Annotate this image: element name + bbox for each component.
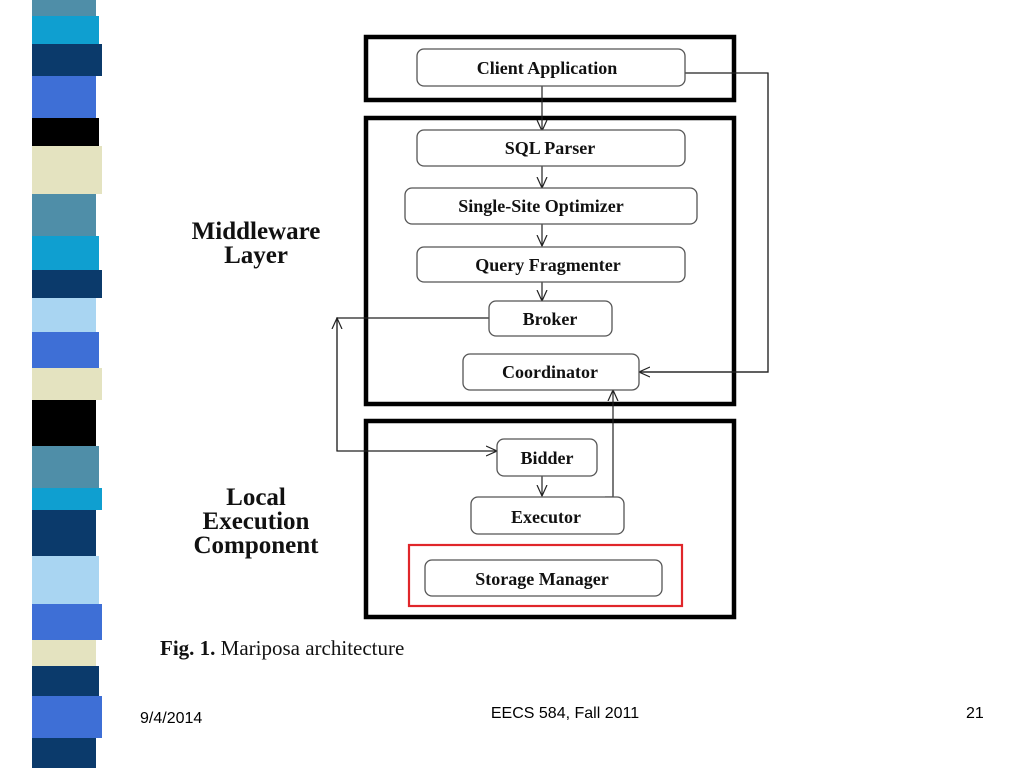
stripe-band (32, 666, 99, 696)
stripe-band (32, 118, 99, 146)
layer-label-local-execution: Local Execution Component (158, 484, 354, 559)
node-label-client-application: Client Application (477, 58, 618, 78)
stripe-band (32, 270, 102, 298)
footer-course: EECS 584, Fall 2011 (490, 705, 640, 722)
middleware-frame (363, 115, 737, 407)
node-label-executor: Executor (511, 507, 581, 527)
figure-number: Fig. 1. (160, 636, 216, 660)
footer-page-number: 21 (966, 705, 984, 722)
node-query-fragmenter: Query Fragmenter (416, 246, 686, 283)
stripe-band (32, 194, 96, 236)
node-label-broker: Broker (523, 309, 578, 329)
stripe-band (32, 696, 102, 738)
client-frame (363, 34, 737, 103)
node-label-sql-parser: SQL Parser (505, 138, 596, 158)
layer-label-local-line-1: Local (226, 484, 286, 511)
stripe-band (32, 446, 99, 488)
stripe-band (32, 146, 102, 194)
layer-label-local-line-2: Execution (202, 508, 310, 535)
node-single-site-optimizer: Single-Site Optimizer (404, 187, 698, 225)
stripe-band (32, 298, 96, 332)
stripe-band (32, 76, 96, 118)
stripe-band (32, 44, 102, 76)
node-coordinator: Coordinator (462, 353, 640, 391)
stripe-band (32, 0, 96, 16)
footer-date: 9/4/2014 (140, 710, 203, 727)
node-label-query-fragmenter: Query Fragmenter (475, 255, 620, 275)
stripe-band (32, 510, 96, 556)
node-label-single-site-optimizer: Single-Site Optimizer (458, 196, 623, 216)
stripe-band (32, 236, 99, 270)
node-bidder: Bidder (496, 438, 598, 477)
stripe-band (32, 738, 96, 768)
stripe-band (32, 604, 102, 640)
edge-client-to-coordinator (639, 73, 769, 372)
stripe-band (32, 368, 102, 400)
stripe-band (32, 400, 96, 446)
figure-caption-text: Mariposa architecture (220, 636, 405, 660)
stripe-band (32, 488, 102, 510)
node-broker: Broker (488, 300, 613, 337)
local-execution-frame (363, 418, 737, 620)
node-executor: Executor (470, 496, 625, 535)
node-sql-parser: SQL Parser (416, 129, 686, 167)
stripe-bands (32, 0, 102, 768)
layer-label-local-line-3: Component (193, 532, 319, 559)
node-storage-manager: Storage Manager (407, 543, 684, 608)
node-label-storage-manager: Storage Manager (475, 569, 608, 589)
stripe-band (32, 332, 99, 368)
decorative-stripe (0, 0, 116, 768)
stripe-band (32, 556, 99, 604)
node-label-coordinator: Coordinator (502, 362, 598, 382)
figure-caption: Fig. 1. Mariposa architecture (160, 636, 404, 661)
stripe-band (32, 640, 96, 666)
node-label-bidder: Bidder (520, 448, 573, 468)
stripe-band (32, 16, 99, 44)
layer-label-middleware: Middleware Layer (160, 218, 352, 269)
node-client-application: Client Application (416, 48, 686, 87)
storage-manager-highlight (407, 543, 684, 608)
layer-label-middleware-line-1: Middleware (191, 218, 321, 245)
layer-label-middleware-line-2: Layer (224, 242, 288, 269)
